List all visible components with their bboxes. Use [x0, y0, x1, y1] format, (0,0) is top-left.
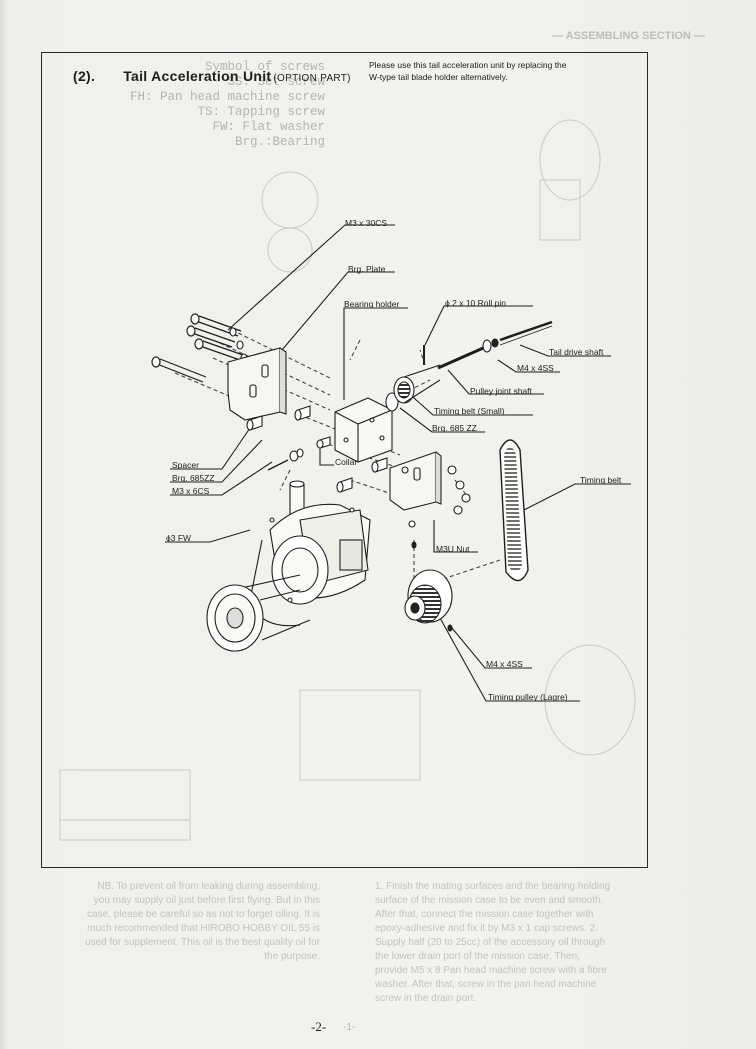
ghost-legend-line: Brg.:Bearing	[234, 135, 325, 149]
label-timing-belt-small: Timing belt (Small)	[434, 406, 505, 416]
page-number: -2-	[311, 1019, 327, 1034]
m3x6cs-screw	[267, 459, 289, 471]
label-tail-drive-shaft: Tail drive shaft	[549, 347, 604, 357]
leader-brg-plate	[281, 271, 395, 351]
label-bearing-holder: Bearing holder	[344, 299, 400, 309]
small-timing-pulley	[385, 364, 441, 412]
label-m3x30cs: M3 x 30CS	[345, 218, 388, 228]
leader-timing-belt-small	[404, 389, 533, 416]
leader-m4x4ss-bottom	[451, 627, 532, 669]
label-phi3fw: ϕ3 FW	[166, 533, 192, 543]
label-pulley-joint-shaft: Pulley joint shaft	[470, 386, 532, 396]
label-brg-plate: Brg. Plate	[348, 264, 386, 274]
ghost-machinery	[59, 119, 636, 841]
leader-m3u-nut	[433, 520, 478, 553]
m3u-nuts	[401, 465, 471, 528]
spacers-bearings	[246, 405, 388, 493]
label-brg-685zz-right: Brg. 685 ZZ	[432, 423, 477, 433]
option-part-tag: (OPTION PART)	[273, 73, 351, 84]
leader-spacer	[170, 427, 251, 470]
ghost-legend-line: FH: Pan head machine screw	[129, 90, 325, 104]
section-number: (2).	[73, 68, 96, 84]
large-timing-pulley	[404, 541, 453, 632]
section-title: (2). Tail Acceleration Unit(OPTION PART)	[73, 68, 351, 84]
leader-brg-685zz-left	[170, 439, 263, 483]
leader-bearing-holder	[343, 307, 408, 400]
leader-tail-drive-shaft	[519, 344, 611, 357]
leader-brg-685zz-right	[399, 407, 485, 433]
ghost-legend-line: TS: Tapping screw	[197, 105, 325, 119]
ghost-legend-line: Symbol of screws	[204, 60, 325, 74]
ghost-nb-paragraph: NB. To prevent oil from leaking during a…	[85, 881, 320, 962]
ghost-page-number: -1-	[343, 1022, 356, 1033]
tail-drive-shaft	[499, 320, 553, 342]
leader-m4x4ss-top	[497, 359, 560, 373]
label-m4x4ss-top: M4 x 4SS	[517, 363, 554, 373]
label-m4x4ss-bottom: M4 x 4SS	[486, 659, 523, 669]
ghost-legend-line: FW: Flat washer	[212, 120, 325, 134]
ghost-section-header: — ASSEMBLING SECTION —	[552, 30, 705, 42]
m3x30cs-screws	[151, 313, 244, 383]
ghost-legend: Symbol of screws SS: Set screw FH: Pan h…	[75, 60, 325, 150]
label-spacer: Spacer	[172, 460, 199, 470]
tail-gearbox	[206, 480, 371, 652]
leader-pulley-joint-shaft	[447, 369, 544, 395]
diagram-frame	[41, 52, 648, 868]
leader-timing-pulley-large	[439, 617, 580, 702]
label-m3x6cs: M3 x 6CS	[172, 486, 210, 496]
leader-collar	[319, 445, 334, 466]
label-collar: Collar	[335, 457, 358, 467]
label-timing-belt: Timing belt	[580, 475, 622, 485]
usage-note: Please use this tail acceleration unit b…	[369, 60, 567, 82]
ghost-legend-line: SS: Set screw	[227, 75, 325, 89]
pulley-joint-shaft	[437, 338, 499, 370]
right-brg-plate	[389, 451, 437, 511]
leader-roll-pin	[424, 305, 533, 346]
timing-belt	[499, 439, 529, 582]
leader-m3x30cs	[227, 224, 395, 331]
leader-timing-belt	[519, 483, 631, 513]
label-timing-pulley-large: Timing pulley (Lagre)	[488, 692, 568, 702]
leader-phi3fw	[165, 529, 251, 543]
section-title-text: Tail Acceleration Unit	[123, 68, 272, 84]
label-roll-pin: ϕ 2 x 10 Roll pin	[445, 298, 506, 308]
ghost-instructions-paragraph: 1. Finish the mating surfaces and the be…	[375, 881, 611, 1004]
bearing-holder-block	[334, 397, 393, 463]
label-m3u-nut: M3U Nut	[436, 544, 470, 554]
leader-m3x6cs	[170, 461, 273, 496]
label-brg-685zz-left: Brg. 685ZZ	[172, 473, 215, 483]
